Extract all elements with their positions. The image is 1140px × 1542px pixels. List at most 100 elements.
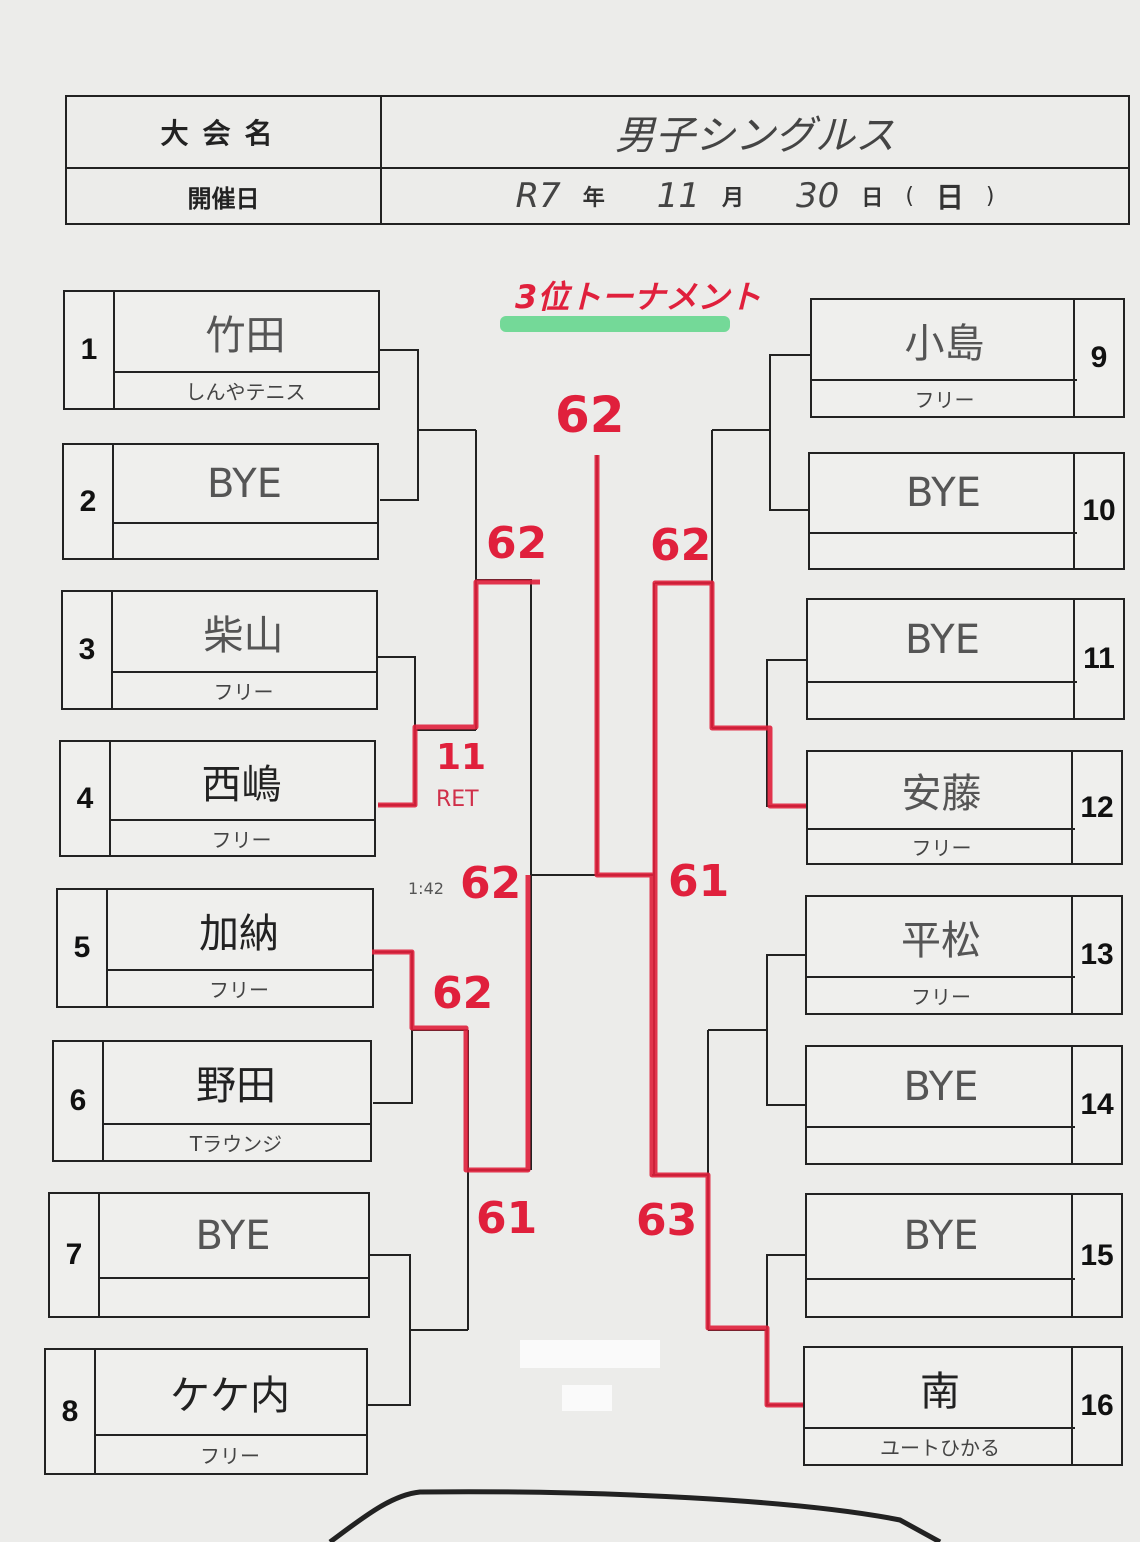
player-affiliation: フリー bbox=[211, 827, 272, 852]
player-entry: 7 BYE bbox=[48, 1192, 370, 1318]
seed-number: 8 bbox=[46, 1350, 96, 1473]
player-name: 小島 bbox=[812, 300, 1077, 382]
player-affiliation: フリー bbox=[911, 985, 971, 1010]
player-entry: 14 BYE bbox=[805, 1045, 1123, 1165]
score-left-qf-top: 62 bbox=[486, 518, 548, 569]
day: 30 bbox=[796, 176, 840, 216]
player-name: BYE bbox=[807, 1195, 1075, 1280]
line-l-r1-d bbox=[368, 1254, 468, 1406]
player-affiliation: フリー bbox=[911, 835, 972, 860]
white-patch bbox=[562, 1385, 612, 1411]
white-patch bbox=[520, 1340, 660, 1368]
line-r-qf-b bbox=[652, 1030, 709, 1330]
seed-number: 14 bbox=[1071, 1047, 1121, 1163]
player-entry: 3 柴山 フリー bbox=[61, 590, 378, 710]
seed-number: 1 bbox=[65, 292, 115, 408]
score-left-qf-bottom: 61 bbox=[476, 1193, 538, 1244]
player-entry: 8 ケケ内 フリー bbox=[44, 1348, 368, 1475]
player-affiliation: フリー bbox=[914, 388, 975, 413]
player-entry: 10 BYE bbox=[808, 452, 1125, 570]
score-note-ret: RET bbox=[436, 787, 479, 812]
seed-number: 3 bbox=[63, 592, 113, 708]
time-note: 1:42 bbox=[408, 879, 444, 898]
score-final: 62 bbox=[555, 386, 625, 444]
score-left-sf: 62 bbox=[460, 858, 522, 909]
line-r-qf-a bbox=[655, 430, 713, 728]
player-entry: 15 BYE bbox=[805, 1193, 1123, 1318]
seed-number: 5 bbox=[58, 890, 108, 1006]
line-r-sf bbox=[597, 583, 655, 1175]
score-right-qf-top: 62 bbox=[650, 520, 712, 571]
paren-close: ) bbox=[985, 183, 995, 209]
player-name: 野田 bbox=[102, 1042, 370, 1125]
paren-open: ( bbox=[905, 183, 914, 209]
seed-number: 9 bbox=[1073, 300, 1123, 416]
seed-number: 7 bbox=[50, 1194, 100, 1316]
seed-number: 4 bbox=[61, 742, 111, 855]
event-name: 男子シングルス bbox=[382, 97, 1128, 169]
score-left-r1-3v4: 11 bbox=[436, 737, 487, 778]
score-right-qf-bottom: 63 bbox=[636, 1195, 698, 1246]
date-label: 開催日 bbox=[67, 169, 382, 223]
player-name: 南 bbox=[805, 1348, 1075, 1430]
win-path-16 bbox=[594, 455, 803, 1408]
year-unit: 年 bbox=[582, 186, 605, 211]
seed-number: 6 bbox=[54, 1042, 104, 1160]
date-value: R7 年 11 月 30 日 ( 日 ) bbox=[382, 169, 1128, 223]
player-affiliation: Tラウンジ bbox=[189, 1131, 283, 1156]
player-name: BYE bbox=[808, 600, 1077, 683]
seed-number: 15 bbox=[1071, 1195, 1121, 1316]
line-l-r1-b bbox=[378, 656, 476, 806]
green-highlight bbox=[500, 316, 730, 332]
seed-number: 12 bbox=[1071, 752, 1121, 863]
player-affiliation: フリー bbox=[213, 680, 274, 705]
player-name: 安藤 bbox=[808, 752, 1075, 830]
player-entry: 11 BYE bbox=[806, 598, 1125, 720]
month: 11 bbox=[656, 176, 701, 216]
player-entry: 9 小島 フリー bbox=[810, 298, 1125, 418]
player-entry: 12 安藤 フリー bbox=[806, 750, 1123, 865]
player-name: BYE bbox=[98, 1194, 368, 1280]
player-name: BYE bbox=[112, 445, 377, 525]
player-affiliation: フリー bbox=[209, 978, 269, 1003]
bracket-title: 3位トーナメント bbox=[515, 278, 762, 316]
player-affiliation: ユートひかる bbox=[880, 1436, 1000, 1461]
player-affiliation: フリー bbox=[200, 1444, 260, 1469]
line-r-r1-c bbox=[708, 954, 806, 1106]
header-table: 大会名 男子シングルス 開催日 R7 年 11 月 30 日 ( 日 ) bbox=[65, 95, 1130, 225]
seed-number: 2 bbox=[64, 445, 114, 558]
player-name: BYE bbox=[810, 454, 1077, 534]
player-name: 加納 bbox=[106, 890, 372, 972]
score-right-sf: 61 bbox=[668, 856, 730, 907]
month-unit: 月 bbox=[722, 186, 745, 211]
event-label: 大会名 bbox=[67, 97, 382, 169]
player-name: 平松 bbox=[807, 897, 1075, 979]
player-entry: 5 加納 フリー bbox=[56, 888, 374, 1008]
player-entry: 6 野田 Tラウンジ bbox=[52, 1040, 372, 1162]
win-path-5 bbox=[372, 875, 531, 1173]
player-name: ケケ内 bbox=[94, 1350, 366, 1437]
seed-number: 13 bbox=[1071, 897, 1121, 1013]
seed-number: 11 bbox=[1073, 600, 1123, 718]
seed-number: 16 bbox=[1071, 1348, 1121, 1464]
bottom-curve bbox=[328, 1489, 942, 1542]
player-name: BYE bbox=[807, 1047, 1075, 1129]
line-l-qf-b bbox=[467, 1030, 530, 1330]
era: R7 bbox=[515, 176, 561, 216]
weekday: 日 bbox=[935, 181, 964, 214]
line-r-r1-b bbox=[712, 659, 808, 807]
player-name: 西嶋 bbox=[109, 742, 374, 822]
seed-number: 10 bbox=[1073, 454, 1123, 568]
line-l-r1-a bbox=[380, 349, 476, 501]
player-entry: 4 西嶋 フリー bbox=[59, 740, 376, 857]
day-unit: 日 bbox=[861, 186, 884, 211]
player-entry: 2 BYE bbox=[62, 443, 379, 560]
line-l-sf bbox=[530, 580, 597, 1170]
line-r-r1-a bbox=[712, 354, 812, 511]
score-left-r1-5v6: 62 bbox=[432, 968, 494, 1019]
win-path-12 bbox=[652, 580, 806, 1175]
player-entry: 16 南 ユートひかる bbox=[803, 1346, 1123, 1466]
player-affiliation: しんやテニス bbox=[185, 380, 306, 405]
win-path-4 bbox=[378, 579, 540, 808]
